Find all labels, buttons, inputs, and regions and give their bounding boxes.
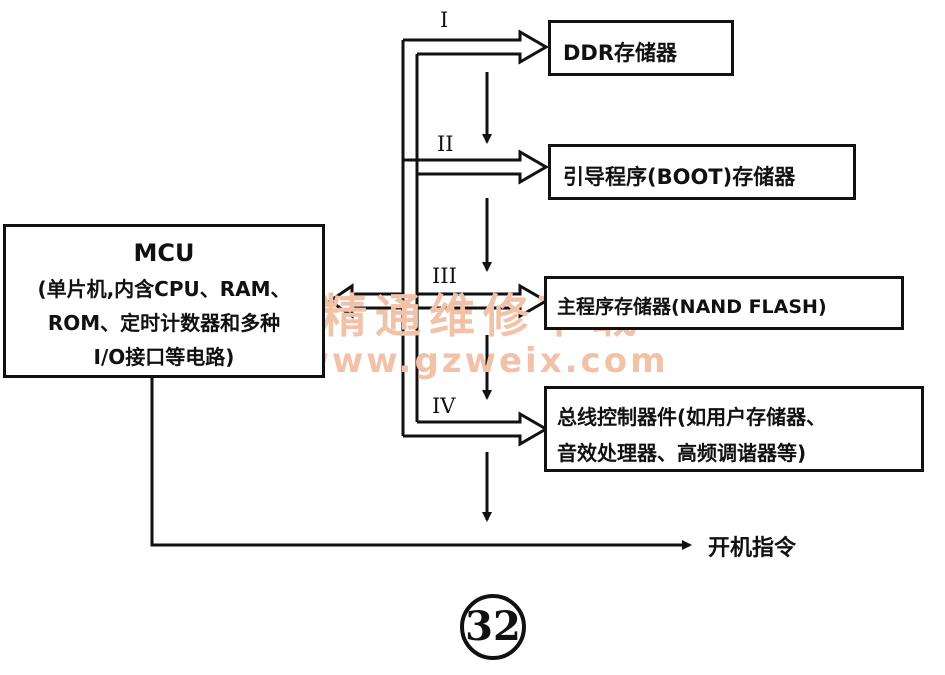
- mcu-block: MCU (单片机,内含CPU、RAM、 ROM、定时计数器和多种 I/O接口等电…: [3, 224, 325, 378]
- bus-arrow-iii: [417, 283, 550, 319]
- bus-label-iv: IV: [432, 394, 456, 418]
- page-number-badge: 32: [460, 594, 526, 660]
- power-on-line: [150, 376, 692, 550]
- bus-control-label-line2: 音效处理器、高频调谐器等): [557, 441, 807, 465]
- mcu-desc-line3: I/O接口等电路): [93, 345, 235, 369]
- bus-control-label-line1: 总线控制器件(如用户存储器、: [557, 405, 827, 429]
- bus-arrow-i: [403, 29, 550, 65]
- boot-memory-block: 引导程序(BOOT)存储器: [548, 144, 856, 200]
- bus-arrow-iv: [403, 411, 550, 447]
- nand-memory-block: 主程序存储器(NAND FLASH): [544, 276, 904, 330]
- bus-label-i: I: [440, 8, 449, 32]
- mcu-title: MCU: [133, 239, 195, 267]
- ddr-memory-block: DDR存储器: [548, 20, 734, 76]
- nand-memory-label: 主程序存储器(NAND FLASH): [557, 296, 827, 318]
- ddr-memory-label: DDR存储器: [563, 41, 678, 65]
- mcu-desc-line1: (单片机,内含CPU、RAM、: [37, 277, 291, 301]
- bus-label-iii: III: [432, 264, 457, 288]
- bus-arrow-ii: [403, 149, 550, 185]
- bus-arrow-to-mcu: [327, 283, 403, 319]
- mcu-desc-line2: ROM、定时计数器和多种: [47, 311, 281, 335]
- bus-control-block: 总线控制器件(如用户存储器、 音效处理器、高频调谐器等): [544, 386, 924, 472]
- power-on-command-label: 开机指令: [708, 536, 797, 561]
- bus-label-ii: II: [437, 132, 454, 156]
- boot-memory-label: 引导程序(BOOT)存储器: [563, 165, 796, 189]
